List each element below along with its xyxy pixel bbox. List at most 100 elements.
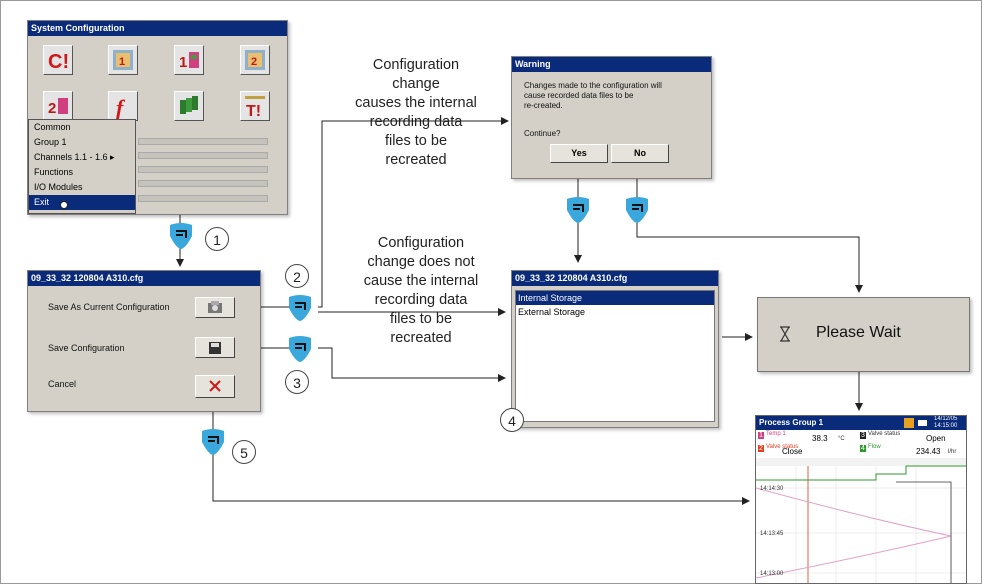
cell-number: 1 [758, 432, 764, 439]
cell-value: Open [926, 434, 946, 443]
cell-unit: l/hr [948, 449, 957, 455]
warning-message-line: Changes made to the configuration will [524, 81, 662, 90]
warning-message-line: re-created. [524, 101, 563, 110]
warning-prompt: Continue? [524, 129, 561, 138]
cell-unit: °C [838, 436, 845, 442]
cancel-button[interactable] [195, 375, 235, 398]
save-dialog: 09_33_32 120804 A310.cfg Save As Current… [27, 270, 261, 412]
annotation-not-recreated: Configuration change does not cause the … [363, 235, 479, 346]
group1-config-icon[interactable]: 1 [108, 45, 138, 75]
svg-text:2: 2 [251, 56, 257, 68]
menu-item-group1[interactable]: Group 1 [34, 137, 67, 147]
cell-number: 4 [860, 445, 866, 452]
save-config-label: Save Configuration [48, 343, 125, 353]
trend-time-label: 14:14:30 [760, 486, 784, 492]
warning-dialog: Warning Changes made to the configuratio… [511, 56, 712, 179]
svg-text:f: f [116, 95, 126, 120]
please-wait-text: Please Wait [816, 324, 901, 341]
common-config-icon[interactable]: C! [43, 45, 73, 75]
no-button[interactable]: No [611, 144, 669, 163]
annotation-recreated: Configuration change causes the internal… [355, 57, 477, 168]
svg-text:1: 1 [179, 54, 187, 71]
step-2: 2 [285, 264, 309, 288]
io-modules-icon[interactable] [174, 91, 204, 121]
menu-slot [138, 138, 268, 145]
functions-config-icon[interactable]: f [108, 91, 138, 121]
storage-external[interactable]: External Storage [518, 307, 586, 317]
hourglass-icon [780, 326, 790, 342]
save-dialog-title: 09_33_32 120804 A310.cfg [28, 271, 260, 286]
menu-item-io-modules[interactable]: I/O Modules [34, 182, 83, 192]
trend-time-label: 14:13:45 [760, 531, 784, 537]
value-cell-3: 3 Valve status Open [860, 431, 964, 443]
arrow-to-warning [318, 117, 509, 308]
menu-item-common[interactable]: Common [34, 122, 71, 132]
save-current-label: Save As Current Configuration [48, 302, 170, 312]
process-group-screen: Process Group 1 14/12/05 14:15:00 1 Temp… [755, 415, 967, 584]
envelope-icon [918, 420, 927, 426]
svg-text:1: 1 [119, 56, 125, 68]
storage-internal[interactable]: Internal Storage [516, 291, 714, 305]
io-config-icon[interactable]: T! [240, 91, 270, 121]
svg-text:C!: C! [48, 51, 69, 73]
save-current-button[interactable] [195, 297, 235, 318]
step-4: 4 [500, 408, 524, 432]
config-menu: Common Group 1 Channels 1.1 - 1.6 ▸ Func… [28, 119, 136, 214]
cell-name: Valve status [868, 431, 901, 437]
menu-slot [138, 195, 268, 202]
cell-value: 234.43 [916, 447, 941, 456]
group2-config-icon[interactable]: 2 [240, 45, 270, 75]
warning-message-line: cause recorded data files to be [524, 91, 634, 100]
channel-config-icon[interactable]: 1 [174, 45, 204, 75]
trend-time-label: 14:13:00 [760, 571, 784, 577]
value-cell-2: 2 Valve status Close [758, 444, 858, 456]
cancel-label: Cancel [48, 379, 77, 389]
step-3: 3 [285, 370, 309, 394]
pointer-dot [60, 201, 68, 209]
process-date: 14/12/05 [934, 416, 958, 422]
process-header: Process Group 1 14/12/05 14:15:00 [756, 416, 966, 430]
process-time: 14:15:00 [934, 423, 958, 429]
process-title: Process Group 1 [759, 418, 824, 427]
menu-item-channels[interactable]: Channels 1.1 - 1.6 ▸ [34, 152, 115, 162]
please-wait-window: Please Wait [757, 297, 970, 372]
cell-value: 38.3 [812, 434, 828, 443]
key-icon [626, 197, 648, 223]
cell-number: 2 [758, 445, 764, 452]
svg-text:2: 2 [48, 100, 56, 117]
save-current-icon [208, 301, 222, 313]
menu-item-exit[interactable]: Exit [29, 195, 135, 210]
arrow-cancel-to-chart [212, 452, 750, 505]
storage-list: Internal Storage External Storage [515, 290, 715, 422]
arrow-save-config-to-storage [318, 347, 506, 382]
arrow-no-to-wait [636, 220, 863, 293]
cell-name: Flow [868, 444, 881, 450]
key-icon [289, 295, 311, 321]
save-config-button[interactable] [195, 337, 235, 358]
menu-slot [138, 180, 268, 187]
yes-button[interactable]: Yes [550, 144, 608, 163]
step-1: 1 [205, 227, 229, 251]
cell-name: Valve status [766, 444, 799, 450]
warning-title: Warning [512, 57, 711, 72]
storage-dialog-title: 09_33_32 120804 A310.cfg [512, 271, 718, 286]
key-icon [170, 223, 192, 249]
menu-item-functions[interactable]: Functions [34, 167, 74, 177]
step-5: 5 [232, 440, 256, 464]
key-icon [289, 336, 311, 362]
menu-slot [138, 166, 268, 173]
trend-plot [756, 458, 966, 583]
menu-slot [138, 152, 268, 159]
value-cell-1: 1 Temp 1 38.3 °C [758, 431, 858, 443]
key-icon [202, 429, 224, 455]
key-icon [567, 197, 589, 223]
alarm-icon [904, 418, 914, 428]
cell-value: Close [782, 447, 803, 456]
window-title: System Configuration [28, 21, 287, 36]
channel2-config-icon[interactable]: 2 [43, 91, 73, 121]
value-cell-4: 4 Flow 234.43 l/hr [860, 444, 964, 456]
svg-text:T!: T! [246, 103, 261, 120]
cell-number: 3 [860, 432, 866, 439]
